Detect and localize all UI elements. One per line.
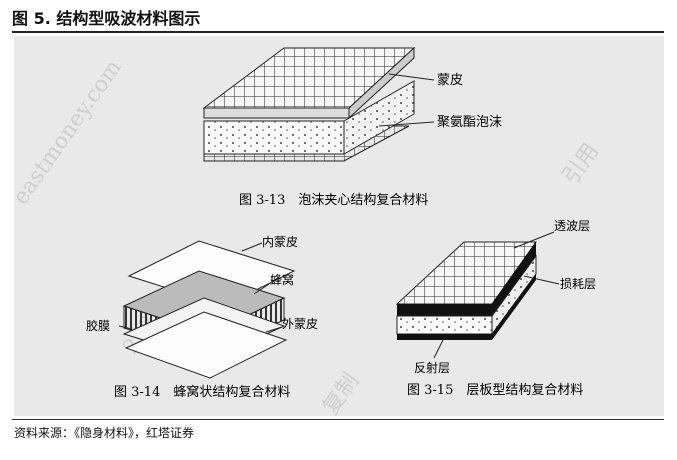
label-reflect: 反射层: [414, 360, 450, 375]
figure-illustration: eastmoney.com 2022-06-29 复制 引用 蒙皮 聚: [14, 46, 604, 416]
watermark-eastmoney: eastmoney.com: [14, 55, 127, 209]
caption-fig-3-14: 图 3-14 蜂窝状结构复合材料: [114, 384, 290, 400]
top-rule: [12, 31, 664, 33]
honeycomb-diagram: 内蒙皮 蜂窝 胶膜 外蒙皮 图 3-14 蜂窝状结构复合材料: [86, 235, 318, 400]
watermark-cite: 引用: [558, 139, 604, 189]
loss-layer: [397, 304, 492, 316]
label-honeycomb: 蜂窝: [270, 272, 294, 287]
watermark-copy: 复制: [318, 369, 364, 416]
caption-fig-3-13: 图 3-13 泡沫夹心结构复合材料: [239, 193, 428, 208]
laminate-diagram: 透波层 损耗层 反射层 图 3-15 层板型结构复合材料: [395, 219, 596, 398]
source-note: 资料来源：《隐身材料》，红塔证券: [14, 426, 195, 440]
label-skin: 蒙皮: [437, 73, 463, 88]
outer-skin-sheet: [124, 311, 288, 379]
figure-title: 图 5. 结构型吸波材料图示: [12, 9, 201, 28]
label-adhesive: 胶膜: [86, 318, 110, 333]
label-inner-skin: 内蒙皮: [262, 235, 298, 249]
label-outer-skin: 外蒙皮: [282, 317, 318, 331]
label-loss: 损耗层: [560, 277, 596, 291]
label-transmit: 透波层: [554, 219, 590, 233]
caption-fig-3-15: 图 3-15 层板型结构复合材料: [407, 383, 583, 398]
foam-sandwich-diagram: 蒙皮 聚氨酯泡沫 图 3-13 泡沫夹心结构复合材料: [202, 46, 502, 208]
bottom-rule: [12, 419, 664, 420]
figure-panel: eastmoney.com 2022-06-29 复制 引用 蒙皮 聚: [14, 36, 664, 416]
label-foam: 聚氨酯泡沫: [437, 115, 502, 130]
